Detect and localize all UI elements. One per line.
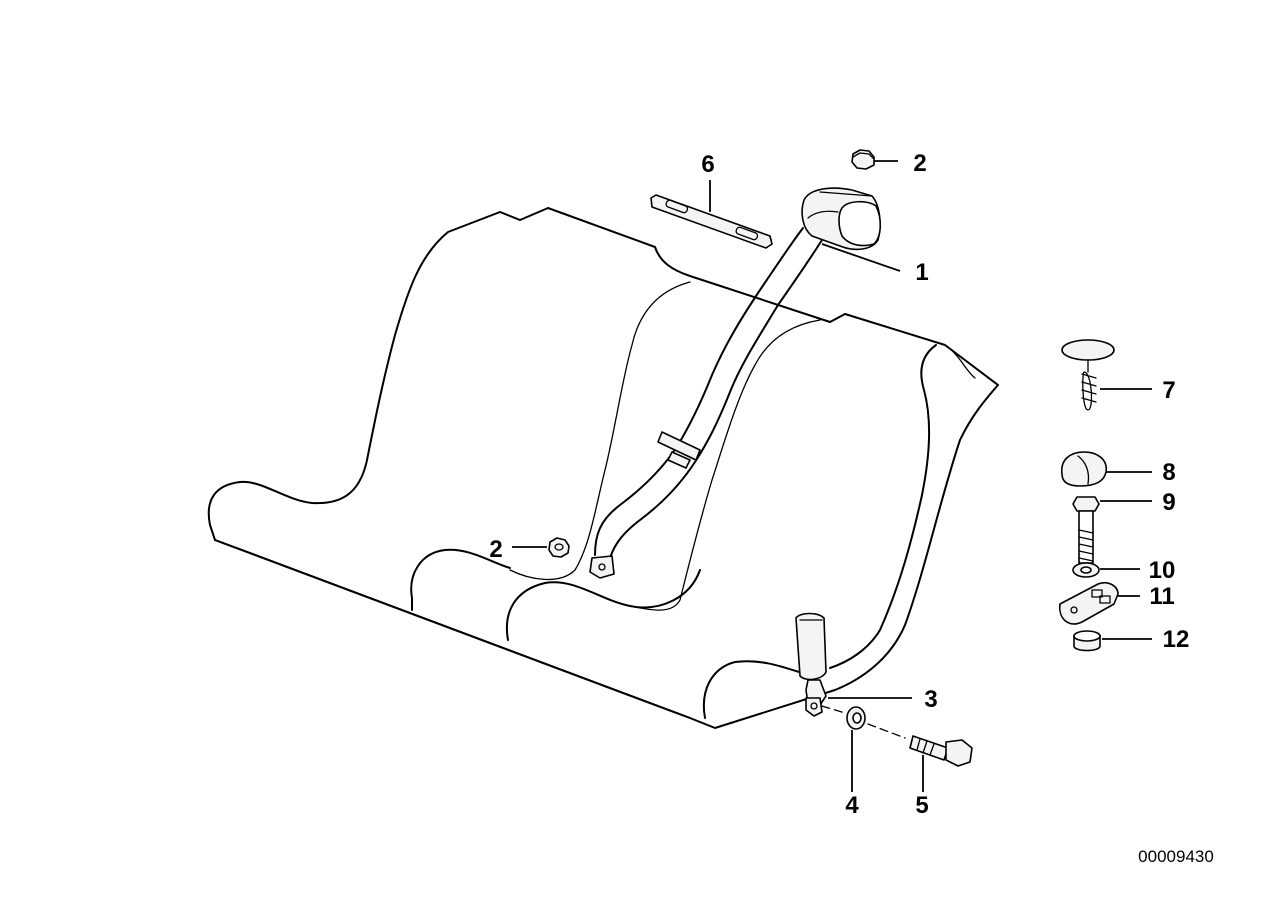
document-number: 00009430: [1138, 847, 1214, 866]
seat-belt-buckle: [795, 612, 827, 717]
callout-4: 4: [845, 792, 859, 819]
callout-9: 9: [1162, 489, 1175, 516]
bolt-part-9: [1072, 496, 1100, 564]
washer-part-4: [846, 706, 866, 730]
rear-bench-seat: [207, 207, 999, 729]
washer-part-10: [1072, 562, 1100, 578]
bracket-plate: [650, 194, 773, 249]
callout-8: 8: [1162, 459, 1175, 486]
seat-belt-retractor-assembly: [589, 187, 882, 579]
callout-12: 12: [1163, 626, 1190, 653]
hex-bolt-part-5: [909, 735, 973, 767]
hex-nut-lower: [548, 537, 570, 558]
callout-2-lower: 2: [489, 536, 502, 563]
callout-3: 3: [924, 686, 937, 713]
callout-11: 11: [1149, 583, 1174, 610]
spacer-sleeve-part-12: [1073, 630, 1101, 652]
callout-7: 7: [1162, 377, 1175, 404]
cover-cap-part-8: [1060, 451, 1108, 487]
callout-6: 6: [701, 151, 714, 178]
callout-10: 10: [1149, 557, 1176, 584]
alignment-dashed-line: [821, 705, 906, 739]
hex-nut-top: [851, 149, 875, 170]
push-pin-clip-part-7: [1061, 339, 1115, 411]
callout-1: 1: [915, 259, 928, 286]
leader-lines: [512, 160, 1152, 792]
callout-5: 5: [915, 792, 928, 819]
anchor-plate-part-11: [1059, 581, 1119, 625]
callout-2-top: 2: [913, 150, 926, 177]
